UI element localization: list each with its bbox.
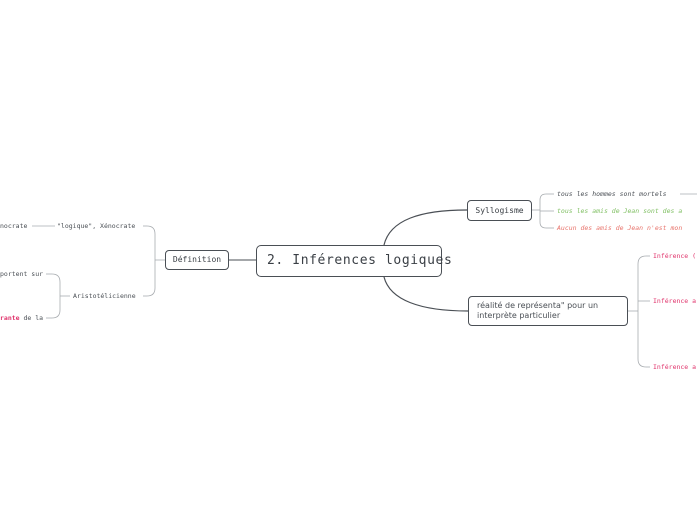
definition-leaf-aristotelicienne[interactable]: Aristotélicienne — [73, 292, 136, 300]
realite-leaf-1[interactable]: Inférence ( — [653, 252, 697, 260]
aristo-bracket — [46, 273, 70, 319]
realite-leaf-2[interactable]: Inférence a — [653, 297, 697, 305]
central-topic[interactable]: 2. Inférences logiques — [256, 245, 452, 277]
definition-bracket — [32, 225, 165, 297]
link-central-syllogisme — [383, 209, 468, 246]
realite-leaf-3[interactable]: Inférence a — [653, 363, 697, 371]
node-definition[interactable]: Définition — [165, 250, 229, 270]
aristo-subleaf-1[interactable]: portent sur — [0, 270, 44, 278]
syllogisme-leaf-1[interactable]: tous les hommes sont mortels — [557, 190, 667, 198]
logique-subleaf-1[interactable]: nocrate — [0, 222, 28, 230]
syllogisme-bracket — [532, 193, 697, 229]
syllogisme-leaf-3[interactable]: Aucun des amis de Jean n'est mon — [557, 224, 683, 232]
syllogisme-leaf-2[interactable]: tous les amis de Jean sont des a — [557, 207, 683, 215]
node-realite[interactable]: réalité de représenta" pour un interprèt… — [468, 296, 628, 326]
realite-bracket — [628, 255, 650, 368]
aristo-subleaf-2[interactable]: rante de la — [0, 314, 43, 322]
node-syllogisme[interactable]: Syllogisme — [467, 200, 532, 221]
aristo-subleaf-2-emph: rante — [0, 314, 20, 322]
link-central-realite — [383, 276, 469, 312]
definition-leaf-logique[interactable]: "logique", Xénocrate — [57, 222, 136, 230]
aristo-subleaf-2-rest: de la — [23, 314, 44, 322]
